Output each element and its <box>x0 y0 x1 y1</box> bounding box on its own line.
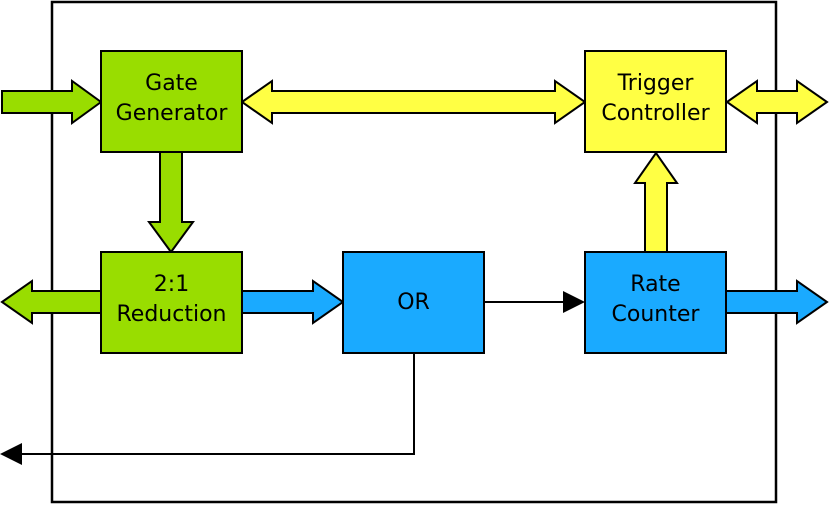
block-or: OR <box>342 251 485 354</box>
arrow-rate-to-trigger <box>633 151 679 254</box>
arrowhead-or-output <box>0 443 22 465</box>
arrow-gate-to-reduction <box>147 151 195 254</box>
line-or-output <box>20 353 415 455</box>
arrowhead-or-to-rate <box>563 291 585 313</box>
reduction-label-line1: 2:1 <box>154 272 189 297</box>
or-label: OR <box>397 290 430 315</box>
gate-generator-label-line2: Generator <box>116 101 229 126</box>
block-gate-generator: Gate Generator <box>100 50 243 153</box>
rate-counter-label-line2: Counter <box>612 302 701 327</box>
system-boundary <box>50 0 778 504</box>
arrow-trigger-external <box>725 79 829 125</box>
input-arrow-gate-generator <box>1 79 103 125</box>
block-rate-counter: Rate Counter <box>584 251 727 354</box>
block-reduction: 2:1 Reduction <box>100 251 243 354</box>
trigger-controller-label-line2: Controller <box>601 101 710 126</box>
output-arrow-rate-counter <box>725 279 829 325</box>
rate-counter-label-line1: Rate <box>630 272 680 297</box>
reduction-label-line2: Reduction <box>117 302 227 327</box>
gate-generator-label-line1: Gate <box>145 71 198 96</box>
arrow-reduction-to-or <box>241 279 345 325</box>
block-trigger-controller: Trigger Controller <box>584 50 727 153</box>
trigger-controller-label-line1: Trigger <box>617 71 695 96</box>
arrow-gate-trigger-link <box>240 79 587 125</box>
